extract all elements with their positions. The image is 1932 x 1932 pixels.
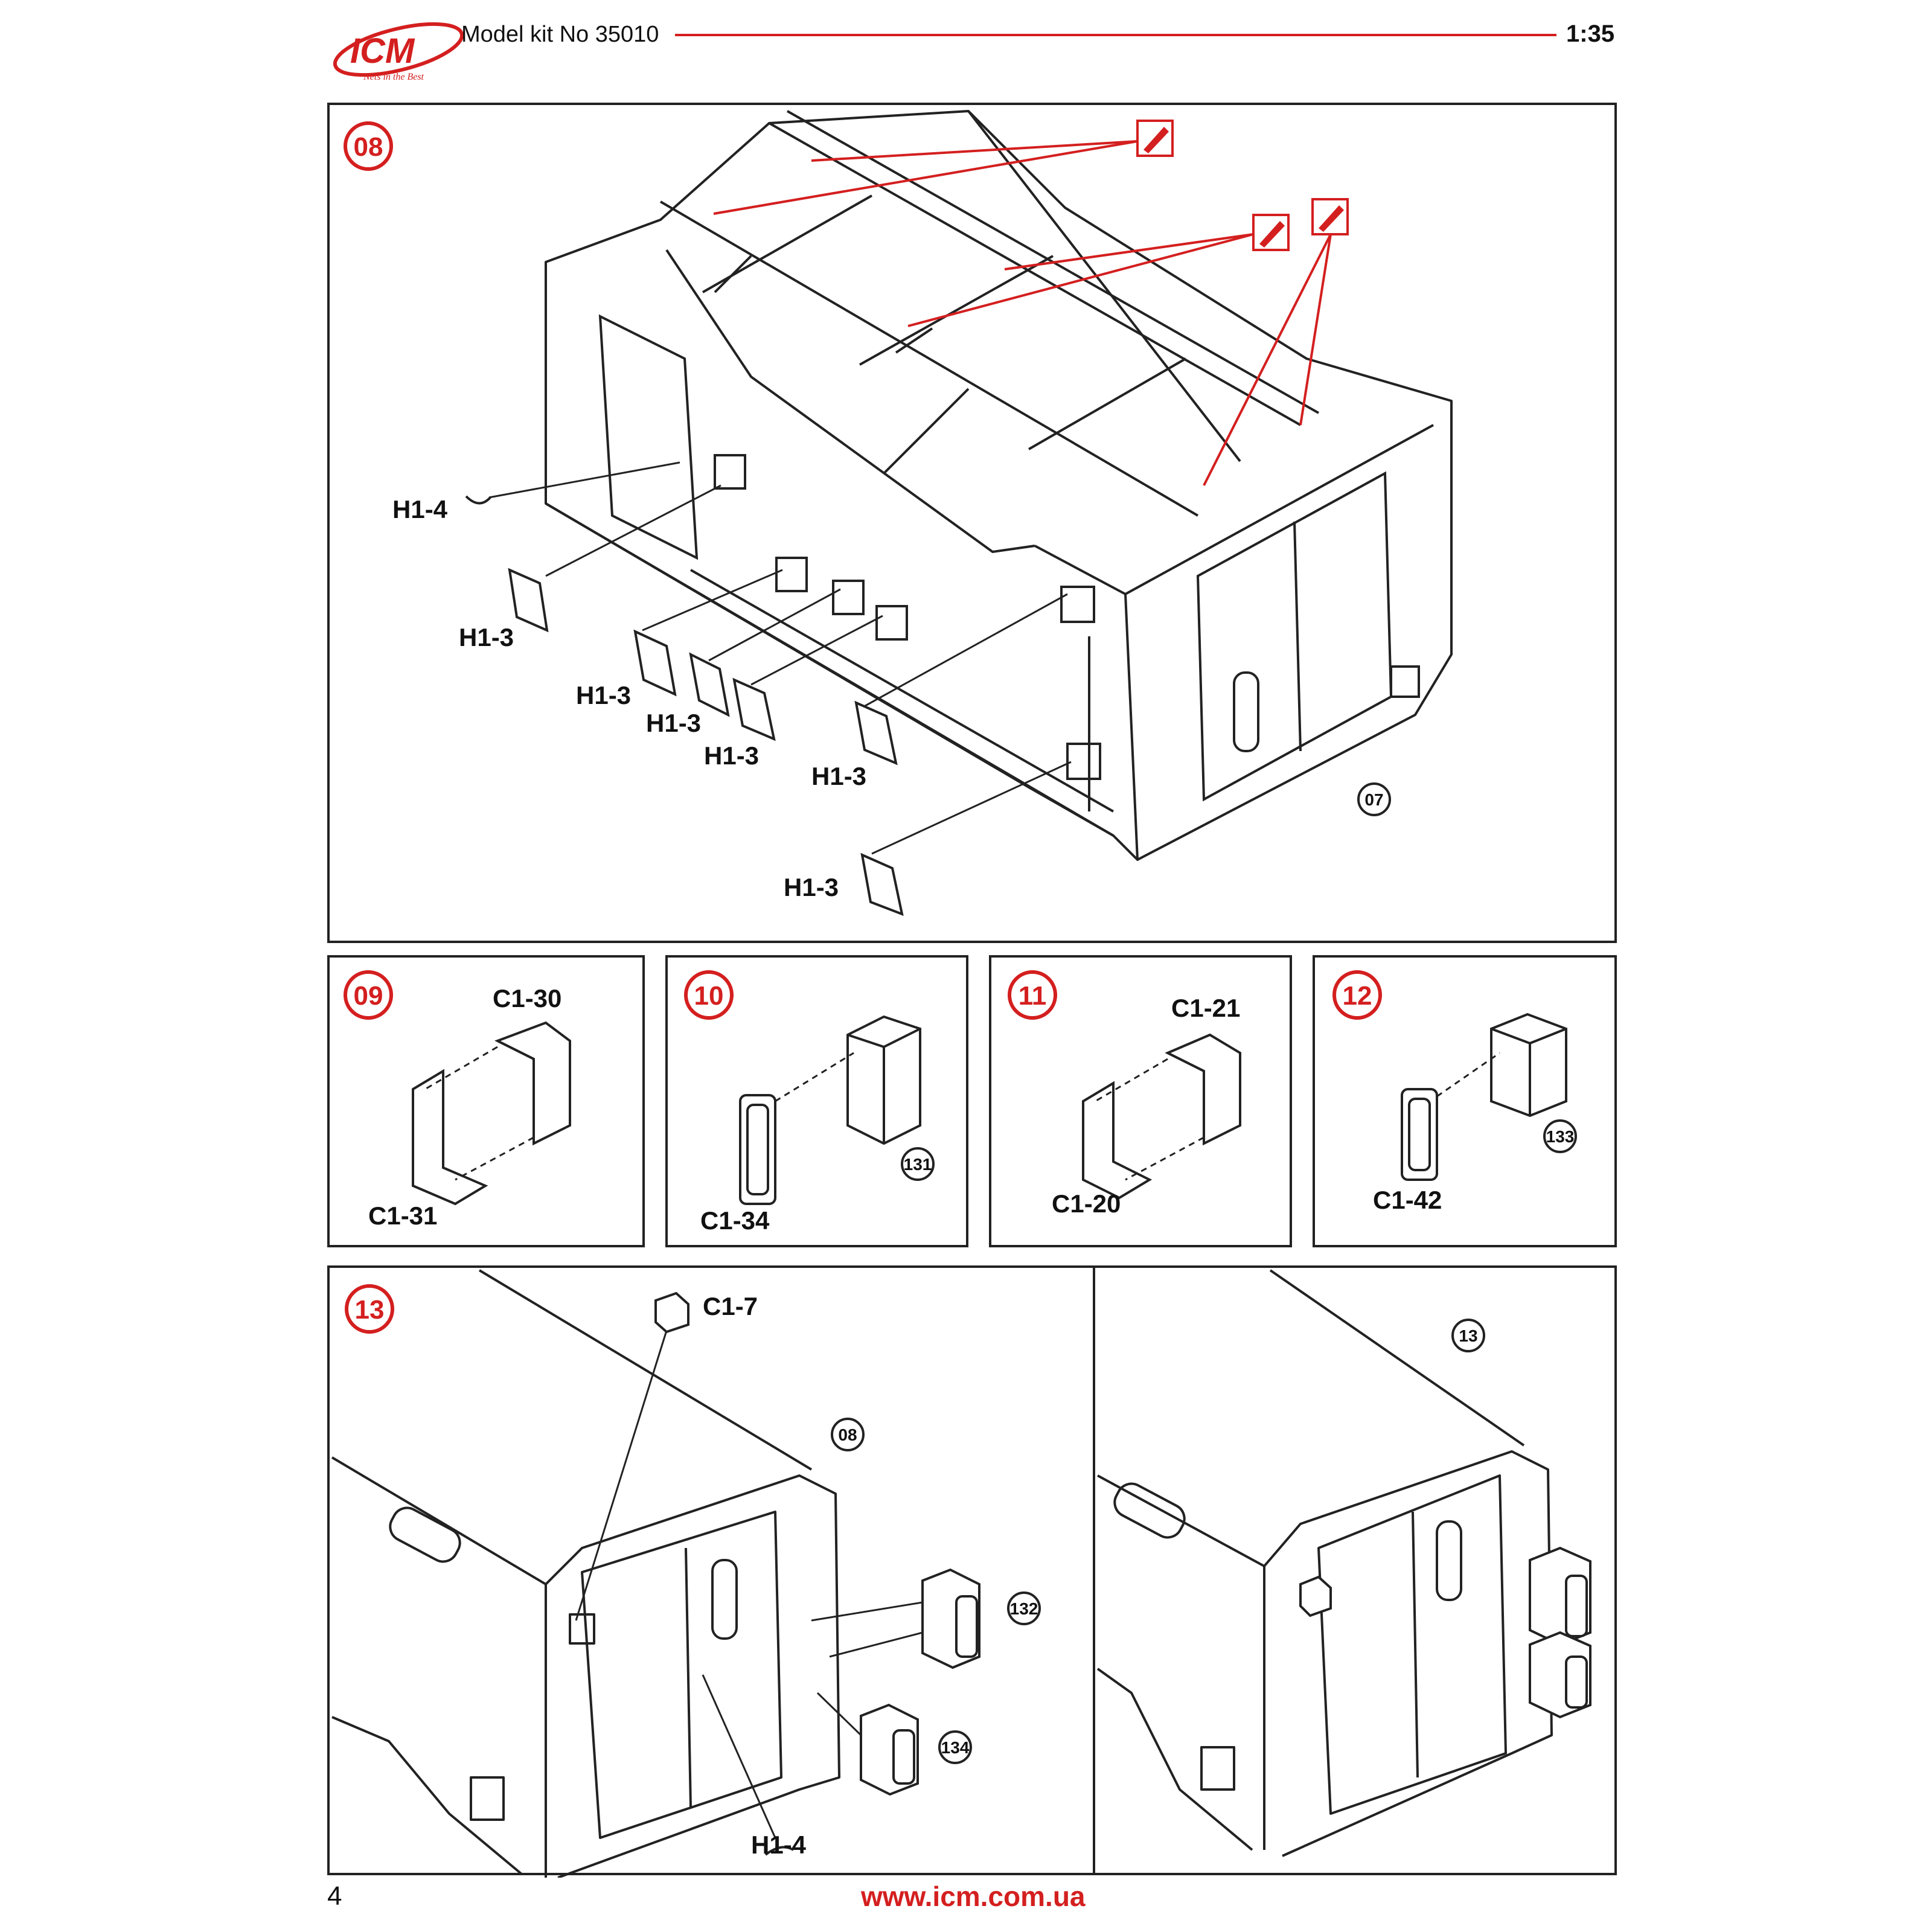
loose-hatches xyxy=(508,568,904,916)
step-10-guide xyxy=(775,1052,854,1102)
step-12-parts xyxy=(1401,1012,1567,1181)
step-10-ref: 131 xyxy=(904,1155,932,1174)
step-12-badge xyxy=(1332,970,1382,1020)
label-c1-42: C1-42 xyxy=(1373,1186,1442,1214)
step-10-badge xyxy=(684,970,734,1020)
result-parts xyxy=(1299,1546,1591,1719)
result-ref-badge xyxy=(1451,1319,1485,1352)
hull-body xyxy=(545,110,1453,861)
step-08-ref: 07 xyxy=(1364,790,1383,809)
label-h1-3-f: H1-3 xyxy=(784,873,839,901)
label-h1-4-step13: H1-4 xyxy=(751,1831,807,1859)
page-number: 4 xyxy=(327,1881,342,1911)
result-hull xyxy=(1096,1269,1553,1857)
step-10-ref-badge xyxy=(901,1147,935,1181)
step-09-parts xyxy=(412,1021,571,1206)
label-h1-3-d: H1-3 xyxy=(704,741,759,770)
step-13-number: 13 xyxy=(355,1295,385,1325)
step-13-ref-badge-132 xyxy=(1007,1591,1041,1625)
paint-icons xyxy=(1144,127,1344,248)
step-13-drawing: 13 08 xyxy=(331,1269,1041,1878)
label-c1-31: C1-31 xyxy=(368,1201,437,1230)
icm-logo: ICM Nets in the Best xyxy=(333,22,464,82)
step-09-guides xyxy=(424,1046,534,1181)
label-c1-20: C1-20 xyxy=(1052,1189,1121,1218)
label-h1-4: H1-4 xyxy=(392,495,448,523)
paint-callouts xyxy=(713,120,1349,486)
step-13-parts xyxy=(654,1291,980,1856)
step-13-result-drawing: 13 xyxy=(1096,1269,1591,1857)
page-title: Model kit No 35010 xyxy=(461,22,659,47)
step-13-ref-badge-08 xyxy=(831,1418,865,1451)
step-12-panel: 12 133 C1-42 xyxy=(1313,955,1617,1247)
label-c1-34: C1-34 xyxy=(700,1206,770,1235)
step-12-number: 12 xyxy=(1343,981,1372,1011)
step-10-parts xyxy=(739,1015,921,1205)
website-link[interactable]: www.icm.com.ua xyxy=(861,1881,1086,1912)
step-11-badge xyxy=(1008,970,1057,1020)
step-10-drawing: 10 131 C1-34 xyxy=(684,970,935,1235)
label-c1-30: C1-30 xyxy=(493,984,561,1012)
label-h1-3-c: H1-3 xyxy=(646,709,701,737)
rear-doors xyxy=(1196,471,1420,802)
result-ref: 13 xyxy=(1459,1326,1477,1345)
step-08-panel: 08 xyxy=(327,103,1617,943)
logo-text: ICM xyxy=(350,31,415,71)
label-c1-21: C1-21 xyxy=(1171,994,1240,1022)
label-h1-3-e: H1-3 xyxy=(811,762,866,790)
label-c1-7: C1-7 xyxy=(703,1292,758,1320)
step-11-parts xyxy=(1082,1033,1241,1200)
step-12-guide xyxy=(1436,1052,1500,1098)
step-09-number: 09 xyxy=(354,981,383,1011)
step-08-ref-badge xyxy=(1357,782,1391,816)
step-12-ref-badge xyxy=(1543,1119,1577,1153)
step-13-ref-08: 08 xyxy=(838,1425,857,1444)
step-09-drawing: 09 C1-30 C1-31 xyxy=(344,970,571,1230)
step-08-number: 08 xyxy=(354,132,383,162)
step-11-number: 11 xyxy=(1019,981,1047,1011)
header-rule xyxy=(675,34,1556,36)
step-13-ref-badge-134 xyxy=(938,1730,972,1764)
step-12-drawing: 12 133 C1-42 xyxy=(1332,970,1577,1214)
step-13-ref-132: 132 xyxy=(1010,1599,1038,1618)
step-08-badge xyxy=(344,121,393,171)
step-09-badge xyxy=(344,970,393,1020)
step-11-drawing: 11 C1-21 C1-20 xyxy=(1008,970,1241,1218)
step-13-ref-134: 134 xyxy=(941,1738,970,1757)
step-13-badge xyxy=(345,1284,394,1334)
step-10-panel: 10 131 C1-34 xyxy=(665,955,968,1247)
step-13-panel: 13 08 xyxy=(327,1265,1095,1878)
hatch-openings xyxy=(714,454,1101,780)
label-h1-3-a: H1-3 xyxy=(459,623,514,651)
label-h1-3-b: H1-3 xyxy=(576,681,631,709)
step-12-ref: 133 xyxy=(1546,1127,1575,1146)
left-door xyxy=(598,314,699,560)
step-10-number: 10 xyxy=(694,981,724,1011)
step-13-hull xyxy=(331,1269,840,1878)
part-h1-4 xyxy=(465,495,491,505)
step-08-drawing: 08 xyxy=(344,110,1453,916)
logo-tagline: Nets in the Best xyxy=(363,72,424,82)
step-09-panel: 09 C1-30 C1-31 xyxy=(327,955,645,1247)
step-13-result-panel: 13 xyxy=(1093,1265,1617,1875)
scale-label: 1:35 xyxy=(1566,21,1615,47)
step-13-leaders xyxy=(575,1330,923,1838)
step-11-panel: 11 C1-21 C1-20 xyxy=(989,955,1292,1247)
step-11-guides xyxy=(1095,1058,1204,1181)
part-leaders xyxy=(488,461,1072,855)
